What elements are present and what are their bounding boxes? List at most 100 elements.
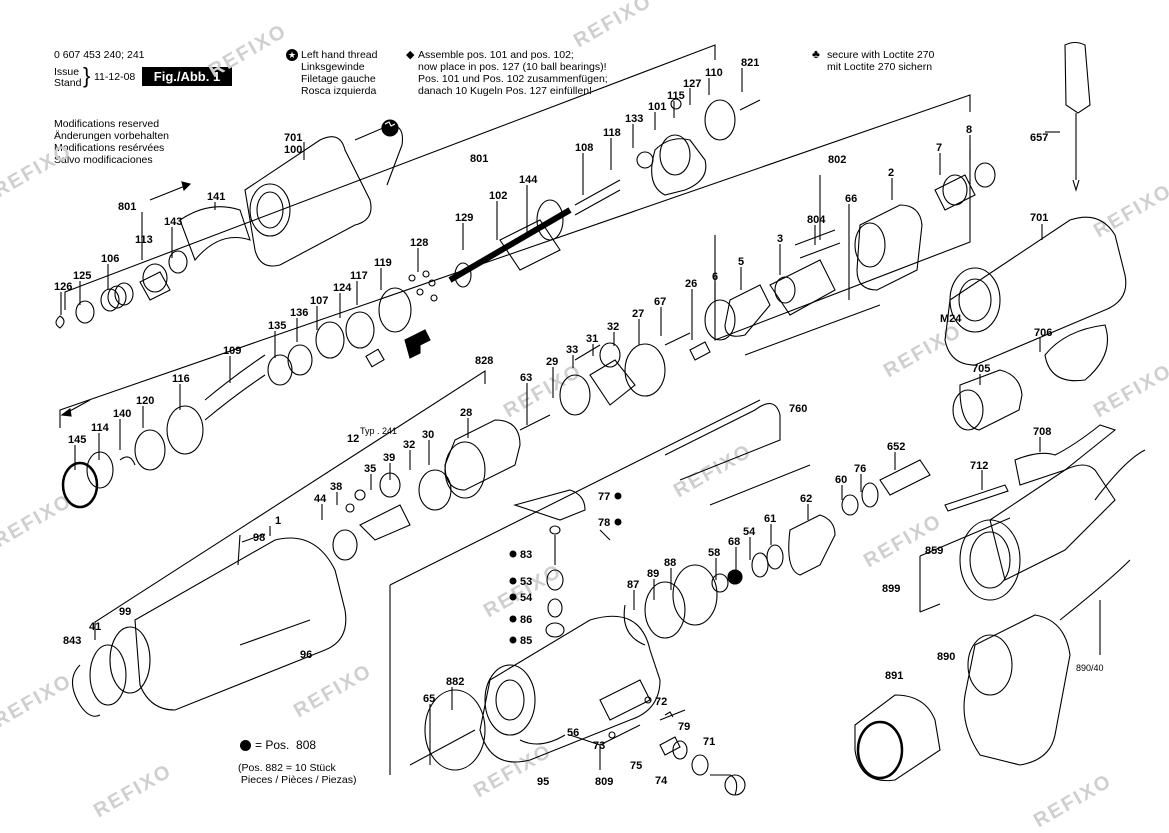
part-label-p74: 74 — [655, 775, 668, 787]
part-label-p87: 87 — [627, 579, 639, 591]
part-label-p32b: 32 — [607, 321, 619, 333]
part-label-p31: 31 — [586, 333, 598, 345]
part-label-p145: 145 — [68, 434, 86, 446]
valve-assembly — [409, 403, 931, 796]
part-label-p135: 135 — [268, 320, 286, 332]
note-line: Left hand thread — [301, 49, 378, 61]
note-line: (Pos. 882 = 10 Stück — [238, 762, 336, 774]
star-in-circle-icon: ★ — [286, 49, 298, 61]
part-label-p828: 828 — [475, 355, 493, 367]
note-line: danach 10 Kugeln Pos. 127 einfüllen! — [418, 85, 592, 97]
filled-dot-icon — [509, 593, 517, 601]
clover-icon: ♣ — [812, 47, 820, 61]
note-line: Modifications reserved — [54, 118, 160, 130]
part-label-p124: 124 — [333, 282, 352, 294]
part-label-p78: 78 — [598, 517, 610, 529]
part-label-p27: 27 — [632, 308, 644, 320]
part-label-p26: 26 — [685, 278, 697, 290]
part-label-p802: 802 — [828, 154, 846, 166]
part-label-p101: 101 — [648, 101, 666, 113]
part-label-p95: 95 — [537, 776, 549, 788]
part-label-p3: 3 — [777, 233, 783, 245]
note-line: mit Loctite 270 sichern — [827, 61, 933, 73]
part-label-p30: 30 — [422, 429, 434, 441]
part-label-p1: 1 — [275, 515, 281, 527]
part-label-p63: 63 — [520, 372, 532, 384]
part-label-p801a: 801 — [470, 153, 488, 165]
part-label-p66: 66 — [845, 193, 857, 205]
part-label-p8: 8 — [966, 124, 972, 136]
part-label-p143: 143 — [164, 216, 182, 228]
filled-dot-icon — [509, 615, 517, 623]
part-label-p72: 72 — [655, 696, 667, 708]
part-label-p33: 33 — [566, 344, 578, 356]
issue-date: 11-12-08 — [94, 71, 136, 83]
part-label-p126: 126 — [54, 281, 72, 293]
part-label-p44: 44 — [314, 493, 327, 505]
part-label-p801b: 801 — [118, 201, 136, 213]
part-label-p760: 760 — [789, 403, 807, 415]
part-label-p79: 79 — [678, 721, 690, 733]
part-label-p109: 109 — [223, 345, 241, 357]
note-line: Filetage gauche — [301, 73, 376, 85]
part-label-p54a: 54 — [743, 526, 756, 538]
diamond-icon: ◆ — [406, 49, 415, 61]
part-label-p241: Typ . 241 — [360, 426, 397, 436]
part-label-p88: 88 — [664, 557, 676, 569]
part-label-p83: 83 — [520, 549, 532, 561]
filled-dot-icon — [509, 550, 517, 558]
part-label-p102: 102 — [489, 190, 507, 202]
part-label-p136: 136 — [290, 307, 308, 319]
part-label-p116: 116 — [172, 373, 190, 385]
part-label-p96: 96 — [300, 649, 312, 661]
filled-dot-icon — [509, 636, 517, 644]
part-label-p108: 108 — [575, 142, 593, 154]
part-label-p35: 35 — [364, 463, 376, 475]
note-line: Salvo modificaciones — [54, 154, 153, 166]
part-label-p7: 7 — [936, 142, 942, 154]
part-label-p39: 39 — [383, 452, 395, 464]
part-label-p712: 712 — [970, 460, 988, 472]
part-label-p701b: 701 — [1030, 212, 1048, 224]
part-label-p113: 113 — [135, 234, 153, 246]
part-label-p705: 705 — [972, 363, 990, 375]
part-label-p56: 56 — [567, 727, 579, 739]
part-label-p708: 708 — [1033, 426, 1051, 438]
part-label-p89: 89 — [647, 568, 659, 580]
part-label-p891: 891 — [885, 670, 903, 682]
part-number: 0 607 453 240; 241 — [54, 49, 145, 61]
motor-assembly — [61, 162, 996, 511]
figure-badge: Fig./Abb. 1 — [142, 67, 232, 86]
part-label-p6: 6 — [712, 271, 718, 283]
note-line: Pieces / Pièces / Piezas) — [238, 774, 357, 786]
part-label-p41: 41 — [89, 621, 101, 633]
stand-label: Stand — [54, 77, 82, 89]
part-label-p141: 141 — [207, 191, 225, 203]
part-label-p107: 107 — [310, 295, 328, 307]
part-label-p2: 2 — [888, 167, 894, 179]
note-line: Assemble pos. 101 and pos. 102; — [418, 49, 574, 61]
part-labels: 8211101271151011331181088011441021291287… — [54, 57, 1104, 788]
part-label-p144: 144 — [519, 174, 538, 186]
part-label-p118: 118 — [603, 127, 621, 139]
part-label-p843: 843 — [63, 635, 81, 647]
part-label-p99: 99 — [119, 606, 131, 618]
part-label-p128: 128 — [410, 237, 428, 249]
leader-ticks — [60, 68, 1101, 770]
part-label-p804: 804 — [807, 214, 826, 226]
brace: } — [83, 63, 91, 88]
part-label-p821: 821 — [741, 57, 759, 69]
part-label-p120: 120 — [136, 395, 154, 407]
part-label-p71: 71 — [703, 736, 715, 748]
part-label-p53: 53 — [520, 576, 532, 588]
part-label-p140: 140 — [113, 408, 131, 420]
note-line: Änderungen vorbehalten — [54, 130, 170, 142]
part-label-p28: 28 — [460, 407, 472, 419]
part-label-p652: 652 — [887, 441, 905, 453]
part-label-p12: 12 — [347, 433, 359, 445]
part-label-p5: 5 — [738, 256, 744, 268]
part-label-p58: 58 — [708, 547, 720, 559]
part-label-p809: 809 — [595, 776, 613, 788]
part-label-p706: 706 — [1034, 327, 1052, 339]
part-label-p75: 75 — [630, 760, 642, 772]
